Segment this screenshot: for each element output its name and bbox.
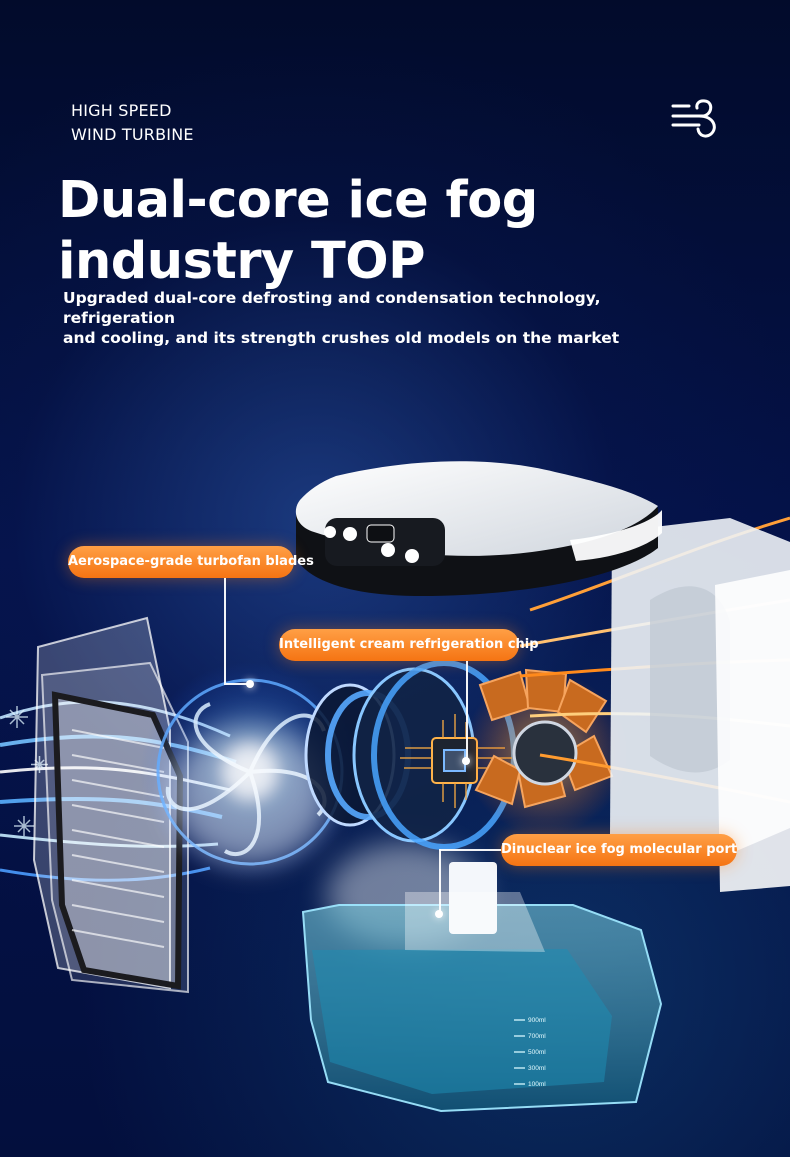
tank-mark-300: 300ml [528,1065,546,1072]
tank-mark-900: 900ml [528,1017,546,1024]
tank-mark-500: 500ml [528,1049,546,1056]
headline-line-1: Dual-core ice fog [58,171,538,230]
brand-line-1: HIGH SPEED [71,101,172,120]
refrigeration-chip-callout-line [466,661,468,761]
top-control-lid [295,461,662,596]
subtitle: Upgraded dual-core defrosting and conden… [63,288,703,348]
tank-mark-700: 700ml [528,1033,546,1040]
exploded-product-illustration [0,461,790,1113]
brand-line-2: WIND TURBINE [71,125,194,144]
ice-fog-port-callout: Dinuclear ice fog molecular port [501,834,737,866]
subtitle-line-2: and cooling, and its strength crushes ol… [63,329,620,347]
snowflake-icons [6,706,48,836]
turbofan-callout: Aerospace-grade turbofan blades [68,546,314,578]
motor-coil [463,668,627,835]
ice-fog-port-callout-line-horizontal [439,849,501,851]
turbofan-callout-line-vertical [224,578,226,683]
headline: Dual-core ice fog industry TOP [58,170,708,292]
tank-mark-100: 100ml [528,1081,546,1088]
water-tank [301,862,663,1113]
ice-fog-port-callout-dot [435,910,443,918]
turbofan-callout-line-horizontal [224,683,250,685]
brand-block: HIGH SPEED WIND TURBINE [71,99,194,147]
refrigeration-chip-callout-dot [462,757,470,765]
wind-icon [671,99,716,138]
tank-capacity-scale: 900ml 700ml 500ml 300ml 100ml [514,1017,546,1088]
back-housing [610,518,790,892]
subtitle-line-1: Upgraded dual-core defrosting and conden… [63,289,601,327]
headline-line-2: industry TOP [58,232,426,291]
ice-fog-port-callout-line-vertical [439,849,441,914]
cooling-core [304,660,517,850]
turbofan-callout-dot [246,680,254,688]
refrigeration-chip-callout: Intelligent cream refrigeration chip [279,629,539,661]
